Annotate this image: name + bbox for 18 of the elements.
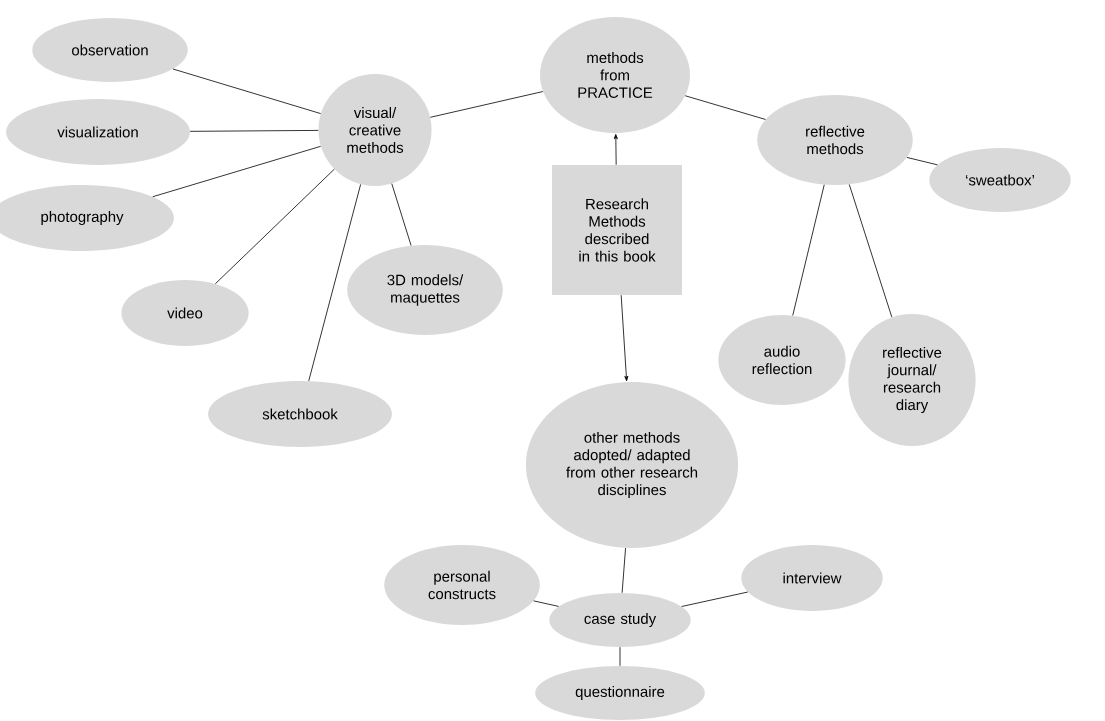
connector-line [533,600,559,607]
connector-line [681,591,749,607]
connector-line [214,168,335,285]
connector-line [684,95,766,120]
arrow [620,294,629,382]
arrow [613,134,618,166]
connector-line [621,547,626,594]
connector-line [792,184,825,316]
connector-line [189,130,319,132]
connector-line [152,145,322,198]
connector-line [391,183,412,246]
connector-line [906,157,938,166]
connector-line [172,68,322,114]
connector-line [429,91,544,118]
connector-line [619,646,621,667]
connector-line [848,184,893,318]
center-box: Research Methods described in this book [552,165,682,295]
connector-line [308,183,362,382]
